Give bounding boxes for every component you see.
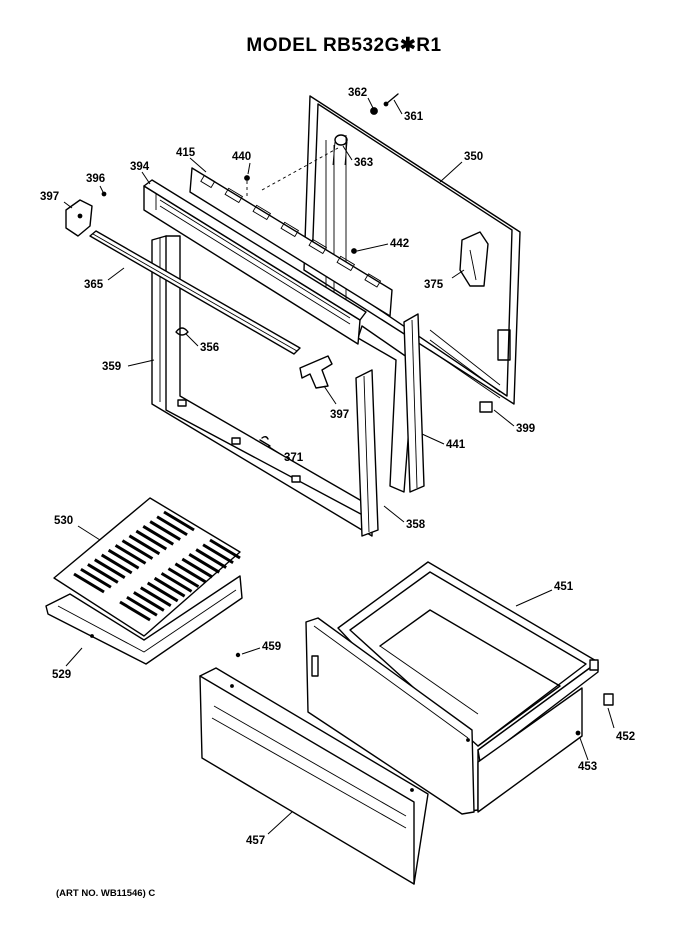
callout-415: 415: [176, 147, 196, 159]
vent-slot: [153, 576, 186, 598]
vent-slot: [209, 538, 241, 560]
vent-slot: [121, 539, 154, 560]
screw-442: [351, 248, 357, 254]
screw-440: [244, 175, 250, 181]
guide-line: [261, 147, 339, 191]
clip-452: [603, 693, 614, 706]
broiler-pan-529: [45, 575, 243, 665]
art-number-footer: (ART NO. WB11546) C: [56, 888, 156, 899]
callout-529: 529: [52, 669, 71, 681]
callout-363: 363: [354, 157, 373, 169]
callout-457: 457: [246, 835, 265, 847]
drawer-body-451: [337, 561, 599, 813]
drawer-side-panel: [305, 617, 475, 815]
vent-slot: [188, 553, 221, 574]
door-frame-359: [151, 235, 373, 537]
vent-slot: [133, 591, 165, 612]
vent-slot: [87, 563, 119, 584]
vent-slot: [73, 572, 105, 594]
drawer-front-457: [199, 667, 429, 885]
handle-rod-365: [89, 230, 301, 355]
callout-359: 359: [102, 361, 121, 373]
vent-slot: [146, 581, 179, 603]
callout-397-center: 397: [330, 409, 349, 421]
callout-440: 440: [232, 151, 251, 163]
callout-396: 396: [86, 173, 105, 185]
callout-530: 530: [54, 515, 73, 527]
vent-slot: [139, 586, 172, 607]
bracket-397-left: [65, 199, 93, 237]
vent-slot: [100, 553, 133, 575]
vent-bracket-415: [189, 167, 393, 317]
vent-slot: [156, 515, 188, 537]
vent-slot: [160, 572, 193, 593]
door-side-rail-441: [403, 313, 425, 493]
callout-459: 459: [262, 641, 281, 653]
callout-350: 350: [464, 151, 483, 163]
leader-lines: [63, 97, 615, 835]
vent-slot: [135, 529, 168, 551]
vent-slot: [126, 595, 158, 617]
callout-441: 441: [446, 439, 466, 451]
callout-451: 451: [554, 581, 574, 593]
callout-397-left: 397: [40, 191, 59, 203]
vent-slot: [181, 557, 214, 579]
bracket-397-center: [299, 355, 333, 389]
vent-slot: [119, 600, 151, 622]
callout-356: 356: [200, 342, 219, 354]
vent-slot: [107, 548, 140, 570]
callout-399: 399: [516, 423, 535, 435]
callout-361: 361: [404, 111, 424, 123]
screw-453: [575, 730, 581, 736]
diagram-title: MODEL RB532G✱R1: [246, 35, 442, 56]
vent-slot: [128, 534, 161, 556]
washer-362: [370, 107, 378, 115]
callout-375: 375: [424, 279, 444, 291]
screw-361: [383, 93, 399, 107]
door-outer-panel: [303, 95, 521, 405]
callout-453: 453: [578, 761, 597, 773]
vent-slot: [149, 520, 181, 541]
screw-459: [235, 652, 241, 658]
hinge-363: [332, 134, 348, 166]
door-bracket-375: [459, 231, 489, 287]
clip-371: [259, 436, 271, 447]
clip-399: [479, 401, 493, 413]
callout-365: 365: [84, 279, 104, 291]
clip-356: [175, 327, 189, 336]
vent-slot: [163, 510, 195, 532]
vent-slot: [174, 562, 207, 584]
callout-358: 358: [406, 519, 426, 531]
screw-396: [101, 191, 107, 197]
frame-side-358: [355, 369, 379, 537]
door-top-trim-394: [143, 179, 367, 345]
vent-slot: [114, 544, 147, 565]
vent-slot: [93, 558, 126, 579]
callout-442: 442: [390, 238, 409, 250]
callout-labels: 362 361 363 350 415 440 394 396 397 442 …: [40, 87, 635, 847]
vent-slot: [142, 525, 175, 546]
callout-371: 371: [284, 452, 304, 464]
vent-slot: [167, 567, 200, 588]
broiler-grid-530: [53, 497, 241, 637]
callout-362: 362: [348, 87, 367, 99]
vent-slot: [202, 543, 234, 565]
vent-slot: [80, 567, 112, 589]
callout-394: 394: [130, 161, 150, 173]
vent-slot: [195, 548, 227, 569]
callout-452: 452: [616, 731, 635, 743]
